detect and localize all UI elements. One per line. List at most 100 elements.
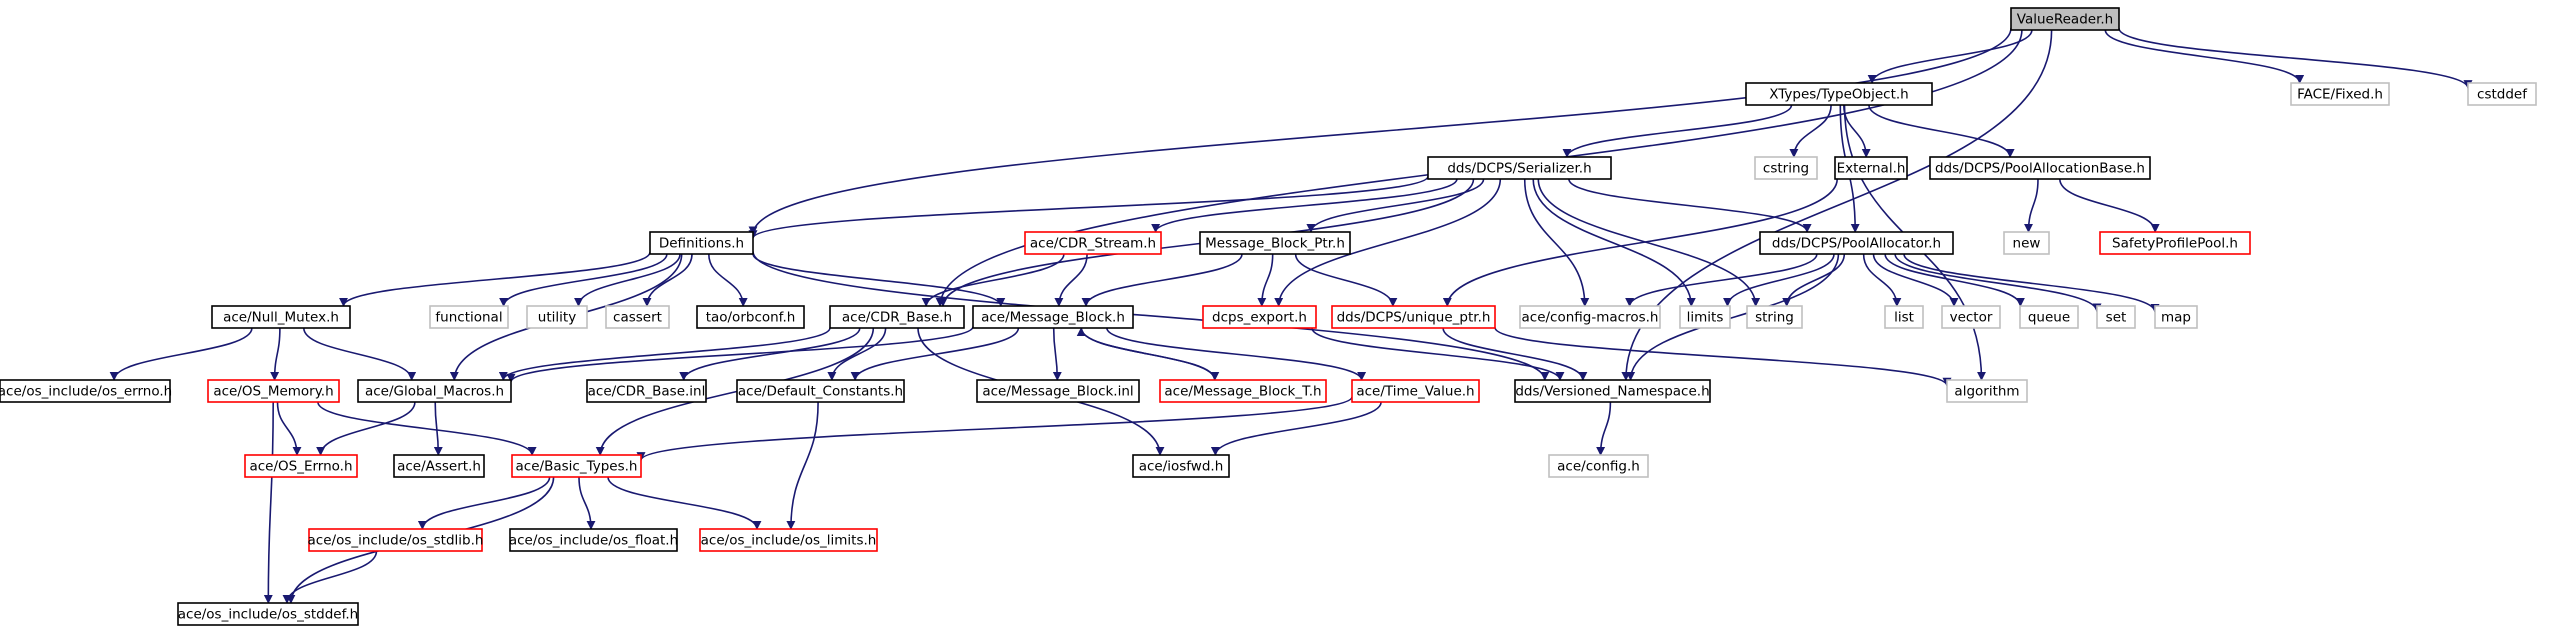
node-label: FACE/Fixed.h xyxy=(2297,87,2383,103)
node-typeobject[interactable]: XTypes/TypeObject.h xyxy=(1745,82,1933,106)
edge-message_block-to-default_constants xyxy=(850,327,1020,381)
node-vector: vector xyxy=(1941,305,2001,329)
node-box xyxy=(2099,231,2251,255)
node-box xyxy=(1132,454,1230,478)
node-label: tao/orbconf.h xyxy=(706,310,796,326)
edge-poolallocator-to-vector xyxy=(1872,253,1959,307)
node-unique-ptr[interactable]: dds/DCPS/unique_ptr.h xyxy=(1331,305,1496,329)
edge-poolallocator-to-limits xyxy=(1723,253,1835,307)
node-box xyxy=(1199,231,1351,255)
edge-null_mutex-to-global_macros xyxy=(303,327,417,381)
edge-null_mutex-to-os_errno_inc xyxy=(109,327,253,381)
node-box xyxy=(211,305,351,329)
node-os-memory[interactable]: ace/OS_Memory.h xyxy=(207,379,340,403)
node-label: queue xyxy=(2028,310,2070,326)
node-box xyxy=(1519,305,1661,329)
node-label: ace/Message_Block.inl xyxy=(982,384,1133,400)
edge-serializer-to-poolallocator xyxy=(1568,178,1812,233)
node-os-errno-inc[interactable]: ace/os_include/os_errno.h xyxy=(0,379,172,403)
node-label: ace/os_include/os_stdlib.h xyxy=(308,533,484,549)
node-label: string xyxy=(1755,310,1794,326)
node-label: dds/Versioned_Namespace.h xyxy=(1515,384,1709,400)
edge-cdr_base-to-cdr_base_inl xyxy=(679,327,861,381)
node-label: ace/Message_Block_T.h xyxy=(1164,384,1321,400)
edge-basic_types-to-os_limits xyxy=(607,476,762,530)
node-mb-inl[interactable]: ace/Message_Block.inl xyxy=(976,379,1140,403)
edge-message_block-to-global_macros xyxy=(506,326,974,383)
node-cstring: cstring xyxy=(1754,156,1818,180)
node-assert[interactable]: ace/Assert.h xyxy=(393,454,485,478)
node-box xyxy=(207,379,340,403)
edge-poolallocator-to-map xyxy=(1903,253,2160,313)
node-os-limits[interactable]: ace/os_include/os_limits.h xyxy=(699,528,878,552)
node-cdr-stream[interactable]: ace/CDR_Stream.h xyxy=(1024,231,1162,255)
node-versioned-ns[interactable]: dds/Versioned_Namespace.h xyxy=(1514,379,1711,403)
node-os-float[interactable]: ace/os_include/os_float.h xyxy=(509,528,678,552)
node-label: ace/Global_Macros.h xyxy=(365,384,504,400)
node-external[interactable]: External.h xyxy=(1834,156,1908,180)
node-default-constants[interactable]: ace/Default_Constants.h xyxy=(736,379,905,403)
node-box xyxy=(1745,82,1933,106)
node-box xyxy=(976,379,1140,403)
node-label: ace/OS_Errno.h xyxy=(249,459,352,475)
edge-definitions-to-null_mutex xyxy=(339,251,651,307)
node-time-value[interactable]: ace/Time_Value.h xyxy=(1351,379,1480,403)
node-box xyxy=(1929,156,2151,180)
edge-poolallocator-to-queue xyxy=(1884,253,2025,307)
node-box xyxy=(1946,379,2028,403)
node-serializer[interactable]: dds/DCPS/Serializer.h xyxy=(1427,156,1612,180)
node-global-macros[interactable]: ace/Global_Macros.h xyxy=(357,379,512,403)
node-iosfwd[interactable]: ace/iosfwd.h xyxy=(1132,454,1230,478)
node-cdr-base[interactable]: ace/CDR_Base.h xyxy=(829,305,965,329)
node-label: ace/os_include/os_limits.h xyxy=(701,533,877,549)
node-basic-types[interactable]: ace/Basic_Types.h xyxy=(511,454,642,478)
node-box xyxy=(605,305,670,329)
node-definitions[interactable]: Definitions.h xyxy=(649,231,754,255)
node-box xyxy=(1548,454,1649,478)
edge-definitions-to-cassert xyxy=(642,253,693,307)
node-label: map xyxy=(2161,310,2191,326)
node-map: map xyxy=(2154,305,2198,329)
node-label: dds/DCPS/unique_ptr.h xyxy=(1337,310,1491,326)
edge-cdr_stream-to-cdr_base xyxy=(921,253,1065,307)
node-box xyxy=(649,231,754,255)
node-message-block[interactable]: ace/Message_Block.h xyxy=(972,305,1134,329)
node-poolallocator[interactable]: dds/DCPS/PoolAllocator.h xyxy=(1759,231,1954,255)
edge-global_macros-to-os_errno xyxy=(316,401,416,456)
edge-definitions-to-utility xyxy=(574,253,681,307)
edge-typeobject-to-serializer xyxy=(1562,104,1793,158)
node-label: ace/Default_Constants.h xyxy=(738,384,903,400)
node-cdr-base-inl[interactable]: ace/CDR_Base.inl xyxy=(586,379,707,403)
node-os-stdlib[interactable]: ace/os_include/os_stdlib.h xyxy=(308,528,484,552)
node-safetypool[interactable]: SafetyProfilePool.h xyxy=(2099,231,2251,255)
node-box xyxy=(509,528,678,552)
node-label: ace/config-macros.h xyxy=(1522,310,1659,326)
node-label: ace/CDR_Base.h xyxy=(842,310,952,326)
edge-external-to-unique_ptr xyxy=(1442,178,1838,307)
node-label: ValueReader.h xyxy=(2017,12,2113,28)
node-os-stddef[interactable]: ace/os_include/os_stddef.h xyxy=(177,602,359,626)
node-orbconf[interactable]: tao/orbconf.h xyxy=(696,305,805,329)
edge-typeobject-to-cstring xyxy=(1789,104,1832,158)
node-poolallocbase[interactable]: dds/DCPS/PoolAllocationBase.h xyxy=(1929,156,2151,180)
node-box xyxy=(177,602,359,626)
node-os-errno[interactable]: ace/OS_Errno.h xyxy=(244,454,358,478)
node-label: cstddef xyxy=(2477,87,2528,103)
node-box xyxy=(1679,305,1731,329)
node-set: set xyxy=(2096,305,2136,329)
edge-poolallocator-to-config_macros xyxy=(1625,253,1818,307)
node-box xyxy=(357,379,512,403)
edge-unique_ptr-to-algorithm xyxy=(1494,327,1952,387)
node-mb-t[interactable]: ace/Message_Block_T.h xyxy=(1159,379,1327,403)
edge-valuereader-to-cstddef xyxy=(2118,27,2473,90)
node-label: ace/os_include/os_errno.h xyxy=(0,384,172,400)
node-label: ace/OS_Memory.h xyxy=(213,384,333,400)
node-label: ace/CDR_Base.inl xyxy=(588,384,706,400)
node-face-fixed: FACE/Fixed.h xyxy=(2290,82,2390,106)
node-null-mutex[interactable]: ace/Null_Mutex.h xyxy=(211,305,351,329)
node-valuereader[interactable]: ValueReader.h xyxy=(2010,7,2120,31)
node-mb-ptr[interactable]: Message_Block_Ptr.h xyxy=(1199,231,1351,255)
node-dcps-export[interactable]: dcps_export.h xyxy=(1202,305,1317,329)
node-algorithm: algorithm xyxy=(1946,379,2028,403)
